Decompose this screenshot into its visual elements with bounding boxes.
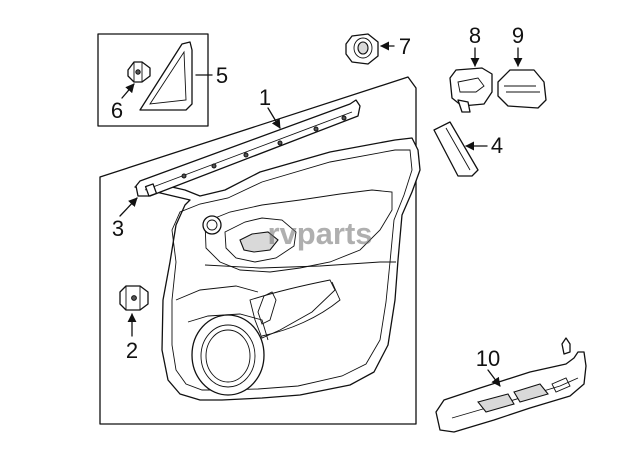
clip-part-6 [127, 61, 151, 83]
callout-10: 10 [476, 346, 500, 371]
door-trim-panel [134, 137, 421, 401]
callout-6: 6 [111, 98, 123, 123]
armrest-switch-base-part-10 [435, 337, 587, 433]
belt-molding-strip [135, 99, 361, 197]
callout-7: 7 [399, 34, 411, 59]
callout-3: 3 [112, 216, 124, 241]
cover-part-7 [345, 33, 379, 65]
switch-cover-part-9 [497, 69, 547, 109]
leader-lines [119, 41, 523, 387]
trim-strip-part-4 [433, 121, 479, 177]
callout-2: 2 [126, 338, 138, 363]
callout-5: 5 [216, 63, 228, 88]
callout-8: 8 [469, 23, 481, 48]
switch-bezel-part-8 [449, 67, 493, 113]
clip-part-2 [119, 285, 149, 311]
watermark-logo-text: rvparts [267, 216, 372, 251]
callout-9: 9 [512, 23, 524, 48]
callout-4: 4 [491, 133, 503, 158]
callout-1: 1 [259, 85, 271, 110]
inset-box [97, 33, 209, 127]
